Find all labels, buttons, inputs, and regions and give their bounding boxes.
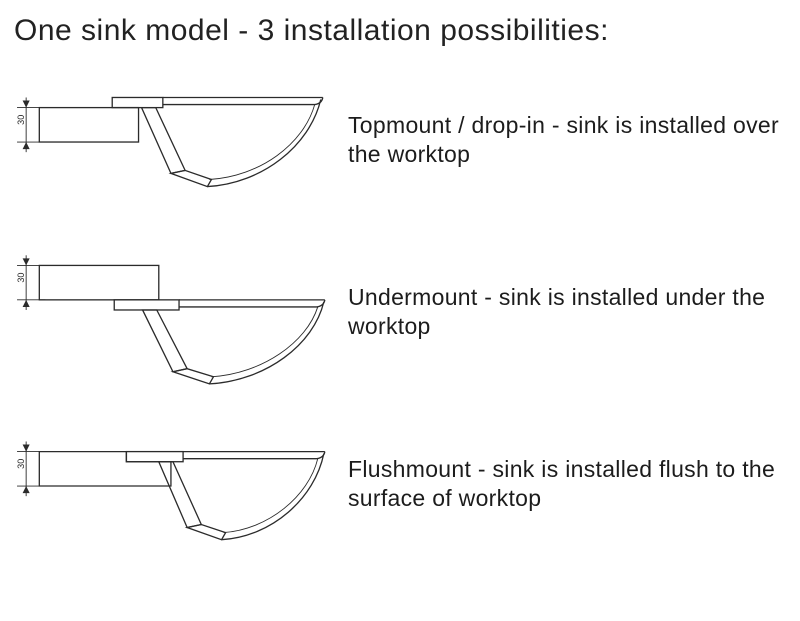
dimension-30: 30 (16, 255, 46, 310)
dimension-arrow (22, 486, 30, 494)
dimension-arrow (22, 258, 30, 266)
dimension-arrow (22, 444, 30, 452)
dimension-30: 30 (16, 97, 46, 153)
flushmount-drawing: 30 (8, 403, 348, 565)
worktop-cross-section (38, 106, 140, 143)
sink-cross-section (111, 96, 324, 188)
topmount-drawing: 30 (8, 59, 348, 221)
sink-cross-section (113, 299, 326, 385)
dimension-label: 30 (16, 459, 26, 469)
page-title: One sink model - 3 installation possibil… (14, 14, 609, 47)
sink-rim-inner-edge (183, 451, 326, 460)
sink-rim-inner-edge (162, 97, 324, 106)
undermount-drawing: 30 (8, 231, 348, 393)
sink-flange (113, 299, 180, 311)
dimension-label: 30 (16, 115, 26, 125)
sink-bowl-inner-curve (223, 458, 319, 534)
dimension-label: 30 (16, 272, 26, 282)
row-undermount: 30 Undermount - sink is installed under … (8, 226, 792, 398)
topmount-section-svg: 30 (16, 96, 324, 188)
flushmount-section-svg: 30 (16, 441, 326, 541)
worktop-cross-section (38, 264, 160, 301)
sink-wall (157, 461, 203, 529)
sink-bowl-curve (221, 453, 325, 541)
sink-bowl-curve (209, 301, 325, 385)
caption-undermount: Undermount - sink is installed under the… (348, 284, 766, 339)
caption-topmount: Topmount / drop-in - sink is installed o… (348, 112, 779, 167)
sink-flange (125, 450, 184, 463)
worktop-cross-section (38, 450, 172, 487)
sink-rim-inner-edge (179, 299, 326, 308)
dimension-arrow (22, 142, 30, 150)
sink-wall (140, 106, 187, 175)
sink-wall (141, 309, 189, 373)
dimension-arrow (22, 299, 30, 307)
row-topmount: 30 Topmount / drop-in - sink is installe… (8, 54, 792, 226)
sink-bottom (170, 368, 215, 385)
caption-flushmount: Flushmount - sink is installed flush to … (348, 456, 776, 511)
dimension-30: 30 (16, 441, 46, 497)
undermount-section-svg: 30 (16, 255, 326, 385)
sink-bottom (184, 523, 227, 541)
sink-flange (111, 96, 164, 109)
sink-bowl-inner-curve (211, 306, 319, 378)
sink-bowl-inner-curve (209, 104, 316, 180)
sink-bowl-curve (207, 99, 322, 188)
sink-cross-section (125, 450, 326, 541)
row-flushmount: 30 Flushmount - sink is installed flush … (8, 398, 792, 570)
sink-bottom (168, 169, 213, 188)
dimension-arrow (22, 100, 30, 108)
